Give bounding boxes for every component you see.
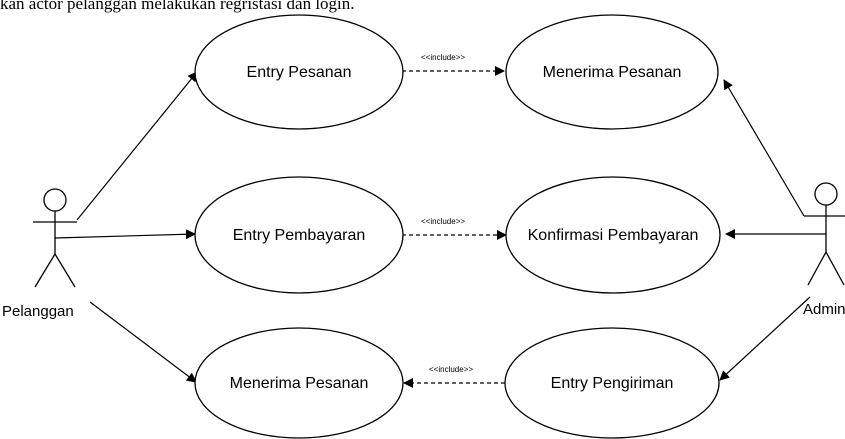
actor-admin[interactable]: Admin xyxy=(803,182,845,318)
usecase-entry-pembayaran-label: Entry Pembayaran xyxy=(233,227,366,244)
usecase-menerima-pesanan-top[interactable]: Menerima Pesanan xyxy=(505,14,719,130)
include-label-bottom: <<include>> xyxy=(429,365,473,374)
actor-pelanggan[interactable]: Pelanggan xyxy=(2,188,77,320)
usecase-entry-pengiriman[interactable]: Entry Pengiriman xyxy=(504,327,720,439)
usecase-entry-pembayaran[interactable]: Entry Pembayaran xyxy=(194,176,404,294)
actor-pelanggan-label: Pelanggan xyxy=(2,303,74,320)
actor-pelanggan-leg-left xyxy=(34,253,56,288)
usecase-konfirmasi-pembayaran-label: Konfirmasi Pembayaran xyxy=(528,227,699,244)
assoc-pelanggan-menerima-pesanan xyxy=(89,301,197,383)
usecase-menerima-pesanan-top-label: Menerima Pesanan xyxy=(543,64,682,81)
actor-admin-head xyxy=(814,182,838,206)
actor-admin-leg-left xyxy=(807,251,827,286)
assoc-admin-entry-pengiriman xyxy=(719,296,811,381)
actor-admin-label: Admin xyxy=(803,301,845,318)
usecase-entry-pengiriman-label: Entry Pengiriman xyxy=(551,375,674,392)
include-label-top: <<include>> xyxy=(421,53,465,62)
usecase-entry-pesanan-label: Entry Pesanan xyxy=(247,64,352,81)
usecase-konfirmasi-pembayaran[interactable]: Konfirmasi Pembayaran xyxy=(505,176,721,294)
caption-text: kan actor pelanggan melakukan regristasi… xyxy=(0,0,355,13)
assoc-admin-menerima-pesanan xyxy=(723,79,805,217)
assoc-pelanggan-entry-pembayaran xyxy=(54,229,196,240)
include-label-middle: <<include>> xyxy=(421,217,465,226)
usecase-entry-pesanan[interactable]: Entry Pesanan xyxy=(194,14,404,130)
actor-admin-leg-right xyxy=(825,251,845,286)
actor-pelanggan-head xyxy=(43,188,67,212)
assoc-pelanggan-entry-pesanan xyxy=(76,71,198,221)
usecase-menerima-pesanan-bottom[interactable]: Menerima Pesanan xyxy=(194,327,404,439)
actor-pelanggan-leg-right xyxy=(54,253,76,288)
usecase-menerima-pesanan-bottom-label: Menerima Pesanan xyxy=(230,375,369,392)
